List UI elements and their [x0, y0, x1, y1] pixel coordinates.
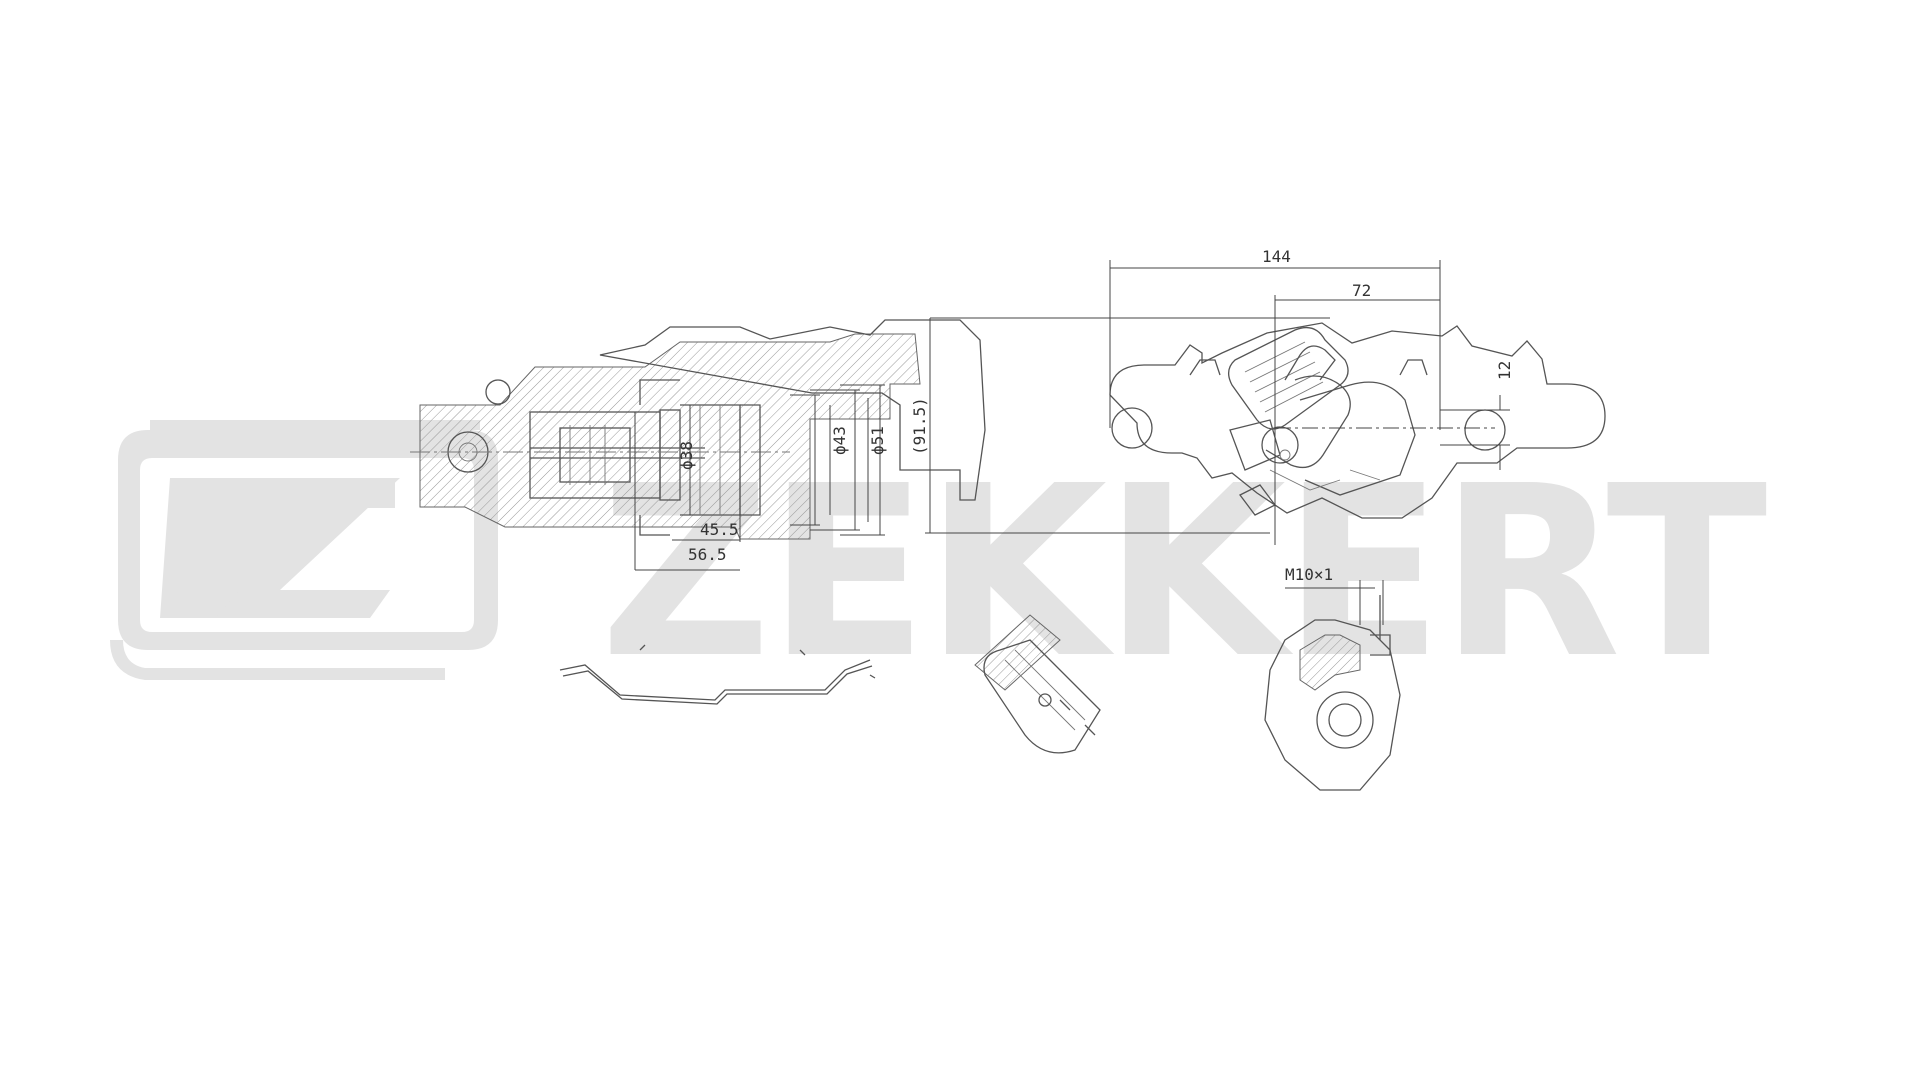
dim-thread-m10x1: M10×1 — [1285, 565, 1333, 584]
dim-length-56-5: 56.5 — [688, 545, 727, 564]
left-section-view — [410, 319, 986, 540]
dim-diameter-51: ϕ51 — [868, 426, 887, 455]
bleed-thread-detail — [1264, 580, 1401, 791]
dim-diameter-43: ϕ43 — [830, 426, 849, 455]
right-dimensions — [925, 260, 1510, 545]
dim-length-72: 72 — [1352, 281, 1371, 300]
piston-seal-detail — [974, 614, 1101, 754]
left-dimensions — [634, 384, 885, 571]
dim-diameter-38: ϕ38 — [677, 441, 696, 470]
dim-height-91-5: (91.5) — [910, 397, 929, 455]
dim-length-144: 144 — [1262, 247, 1291, 266]
dim-length-45-5: 45.5 — [700, 520, 739, 539]
retaining-spring-clip — [559, 644, 876, 705]
dim-offset-12: 12 — [1495, 361, 1514, 380]
